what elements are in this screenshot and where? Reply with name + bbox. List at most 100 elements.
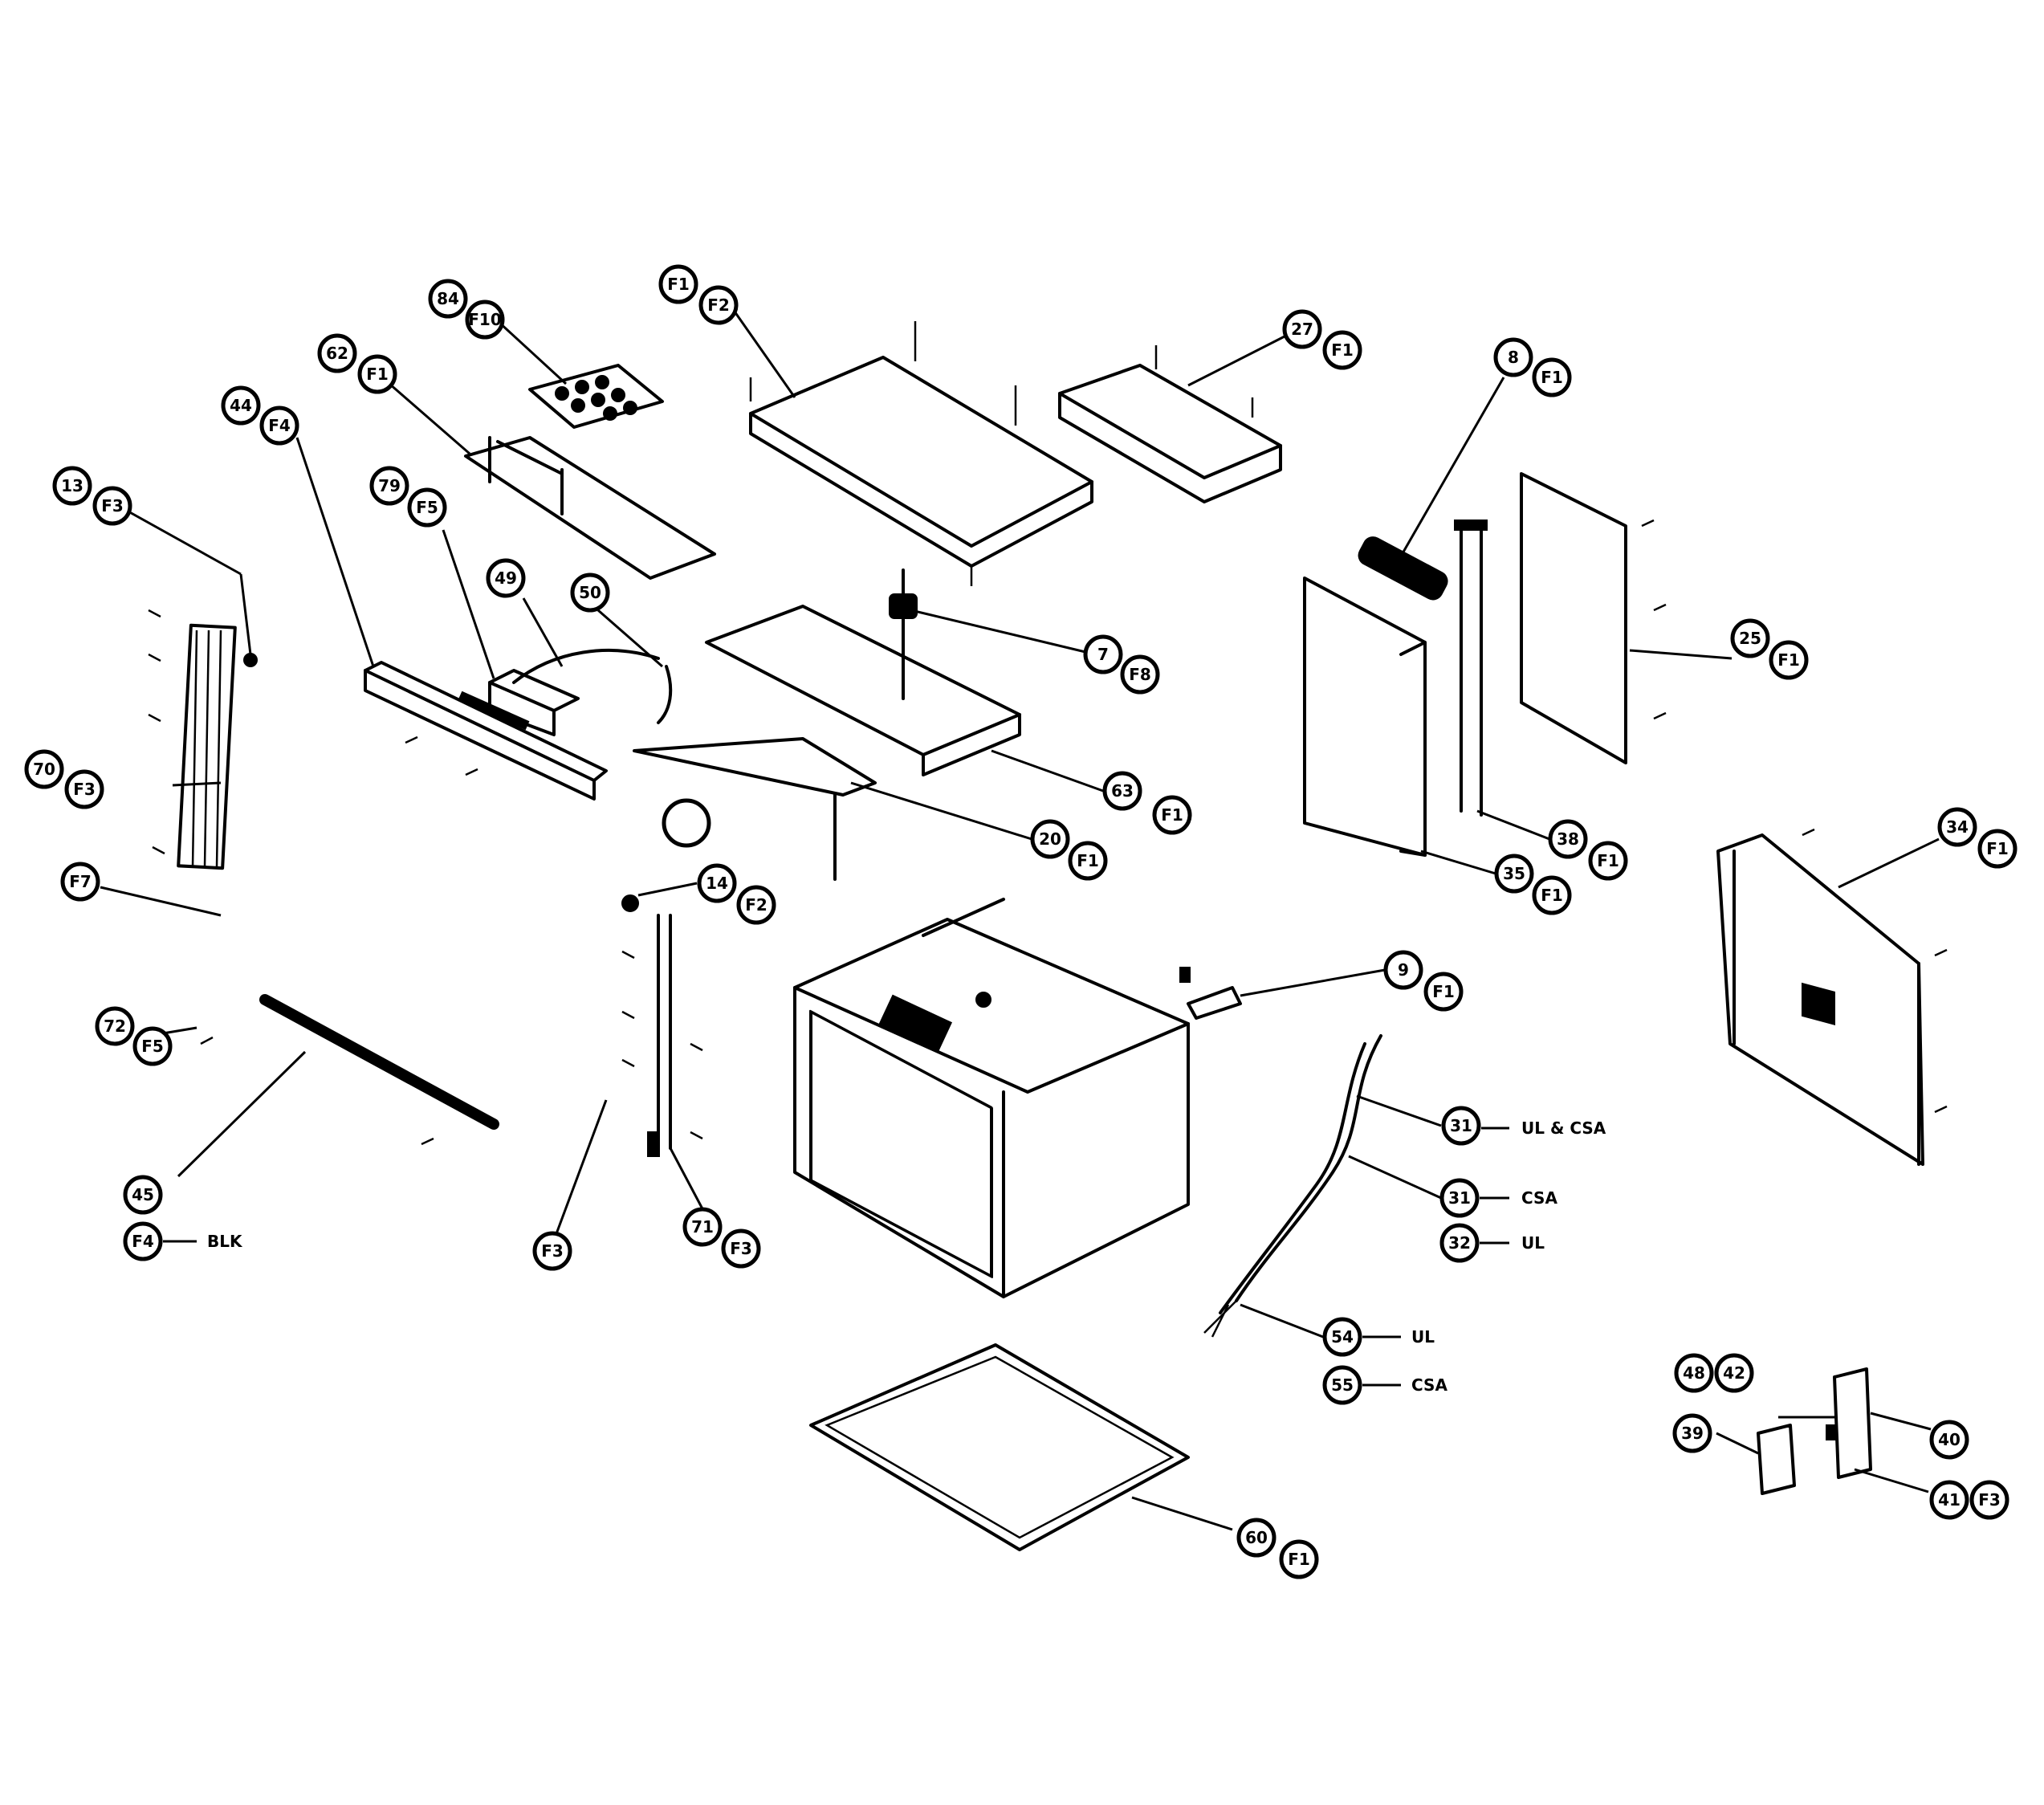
note-csa-31: CSA bbox=[1521, 1188, 1557, 1208]
control-module-part bbox=[488, 649, 660, 736]
svg-text:F2: F2 bbox=[745, 895, 768, 915]
callout-50: 50 bbox=[570, 572, 610, 613]
callout-f1-8: F1 bbox=[1532, 357, 1572, 397]
top-panel-part bbox=[749, 321, 1093, 586]
svg-text:48: 48 bbox=[1683, 1363, 1705, 1383]
callout-40: 40 bbox=[1929, 1420, 1969, 1460]
callout-f1-25: F1 bbox=[1769, 640, 1809, 680]
note-leaders bbox=[163, 1127, 1509, 1387]
callout-f1-9: F1 bbox=[1423, 972, 1464, 1012]
svg-text:32: 32 bbox=[1448, 1233, 1471, 1253]
callout-9: 9 bbox=[1383, 950, 1423, 990]
svg-text:63: 63 bbox=[1111, 781, 1134, 801]
svg-text:F3: F3 bbox=[730, 1239, 752, 1258]
svg-text:F1: F1 bbox=[1432, 982, 1455, 1001]
callout-f1-63: F1 bbox=[1152, 795, 1192, 835]
callout-f3-13: F3 bbox=[92, 486, 132, 526]
svg-text:42: 42 bbox=[1723, 1363, 1745, 1383]
callout-39: 39 bbox=[1672, 1413, 1712, 1453]
rear-panel-part bbox=[1520, 472, 1627, 764]
note-ul-54: UL bbox=[1411, 1327, 1435, 1347]
note-ul-32: UL bbox=[1521, 1233, 1545, 1253]
callout-31-csa: 31 bbox=[1439, 1178, 1480, 1218]
callout-41: 41 bbox=[1929, 1480, 1969, 1520]
svg-text:84: 84 bbox=[437, 289, 459, 308]
callout-7: 7 bbox=[1083, 634, 1123, 674]
svg-text:20: 20 bbox=[1039, 829, 1061, 849]
note-csa-55: CSA bbox=[1411, 1375, 1447, 1395]
callout-f4-44: F4 bbox=[259, 405, 299, 446]
callout-72: 72 bbox=[95, 1006, 135, 1046]
svg-text:62: 62 bbox=[326, 344, 348, 363]
callout-20: 20 bbox=[1030, 819, 1070, 859]
callout-f1-20: F1 bbox=[1068, 841, 1108, 881]
svg-text:34: 34 bbox=[1946, 817, 1969, 837]
callout-14: 14 bbox=[697, 863, 737, 903]
callout-f7: F7 bbox=[60, 862, 100, 902]
callout-f2-12: F2 bbox=[698, 285, 739, 325]
svg-text:55: 55 bbox=[1331, 1375, 1354, 1395]
svg-text:F5: F5 bbox=[416, 498, 438, 517]
small-module-parts bbox=[1757, 1367, 1872, 1495]
callout-84: 84 bbox=[428, 279, 468, 319]
callout-34: 34 bbox=[1937, 807, 1977, 847]
callout-48: 48 bbox=[1674, 1353, 1714, 1393]
svg-text:13: 13 bbox=[61, 476, 83, 495]
svg-text:79: 79 bbox=[378, 476, 401, 495]
svg-text:F1: F1 bbox=[1986, 839, 2009, 858]
svg-text:F1: F1 bbox=[1777, 650, 1800, 670]
svg-text:F1: F1 bbox=[667, 275, 690, 294]
svg-text:31: 31 bbox=[1448, 1188, 1471, 1208]
callout-f5-79: F5 bbox=[407, 487, 447, 528]
svg-text:45: 45 bbox=[132, 1185, 154, 1204]
svg-text:31: 31 bbox=[1450, 1116, 1472, 1135]
center-trim-part bbox=[621, 894, 672, 1157]
svg-text:F1: F1 bbox=[1077, 851, 1099, 870]
terminal-block-part bbox=[1179, 967, 1242, 1020]
svg-text:F4: F4 bbox=[268, 416, 291, 435]
callout-62: 62 bbox=[317, 333, 357, 373]
callout-f1-62: F1 bbox=[357, 354, 397, 394]
svg-text:F3: F3 bbox=[1978, 1490, 2001, 1510]
callout-f4-45: F4 bbox=[123, 1221, 163, 1261]
callout-f3-71: F3 bbox=[721, 1228, 761, 1269]
oven-cavity-part bbox=[793, 898, 1190, 1298]
callout-f10: F10 bbox=[465, 299, 505, 340]
svg-text:F3: F3 bbox=[73, 780, 96, 799]
svg-text:14: 14 bbox=[706, 874, 728, 893]
callout-60: 60 bbox=[1236, 1518, 1276, 1558]
callout-f1-12: F1 bbox=[658, 264, 698, 304]
callout-42: 42 bbox=[1714, 1353, 1754, 1393]
right-side-panel-part bbox=[1303, 577, 1427, 857]
svg-text:50: 50 bbox=[579, 583, 601, 602]
svg-text:40: 40 bbox=[1938, 1430, 1961, 1449]
svg-text:F4: F4 bbox=[132, 1232, 154, 1251]
gasket-part bbox=[259, 994, 499, 1130]
svg-text:F1: F1 bbox=[1597, 851, 1619, 870]
svg-text:35: 35 bbox=[1503, 864, 1525, 883]
callout-70: 70 bbox=[24, 749, 64, 789]
svg-text:F1: F1 bbox=[1161, 805, 1183, 825]
wire-harness-part-50 bbox=[657, 665, 673, 724]
left-side-trim-part bbox=[177, 623, 258, 870]
note-ul-csa: UL & CSA bbox=[1521, 1118, 1606, 1138]
svg-text:49: 49 bbox=[495, 568, 517, 588]
callout-63: 63 bbox=[1102, 771, 1142, 811]
svg-text:70: 70 bbox=[33, 760, 55, 779]
callout-35: 35 bbox=[1494, 854, 1534, 894]
svg-text:F1: F1 bbox=[366, 365, 389, 384]
callout-13: 13 bbox=[52, 466, 92, 506]
callout-45: 45 bbox=[123, 1175, 163, 1215]
svg-text:72: 72 bbox=[104, 1017, 126, 1036]
svg-text:F1: F1 bbox=[1541, 886, 1563, 905]
rear-duct-part bbox=[1058, 345, 1282, 503]
svg-text:F2: F2 bbox=[707, 295, 730, 315]
svg-text:25: 25 bbox=[1739, 629, 1761, 648]
callout-31-ul-csa: 31 bbox=[1441, 1106, 1481, 1146]
callout-f1-38: F1 bbox=[1588, 841, 1628, 881]
callout-f8-7: F8 bbox=[1120, 654, 1160, 695]
svg-text:71: 71 bbox=[691, 1217, 714, 1237]
power-cord-part bbox=[1203, 1034, 1382, 1338]
svg-text:F5: F5 bbox=[141, 1037, 164, 1056]
svg-text:8: 8 bbox=[1508, 348, 1519, 367]
